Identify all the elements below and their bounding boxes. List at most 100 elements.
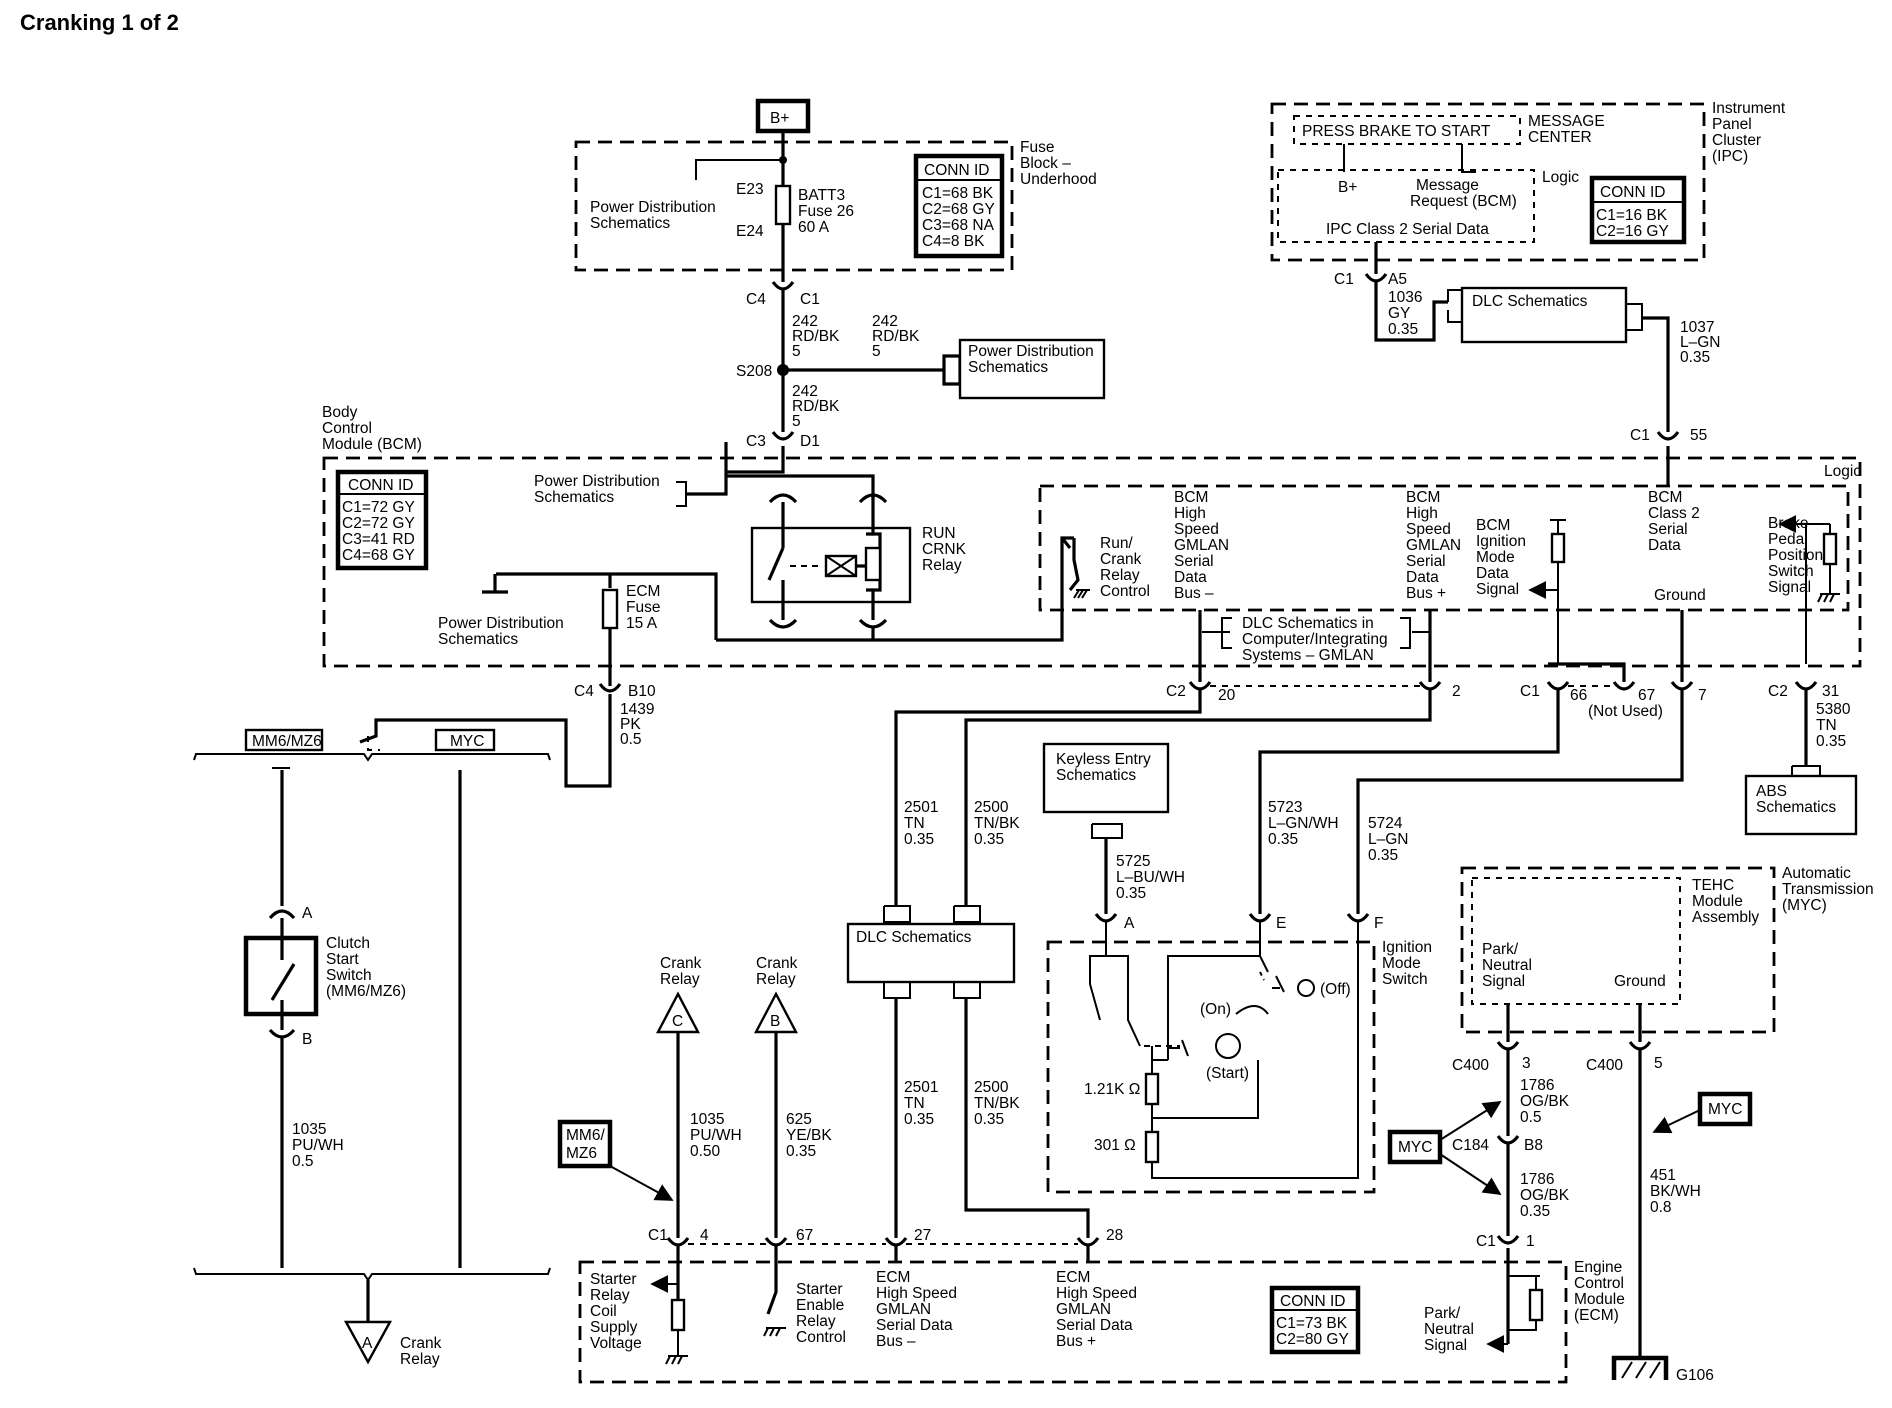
bcm-pd-left-1: Power Distribution — [438, 615, 564, 632]
conn-c4-label: C4 — [746, 291, 766, 308]
bcm-gmlan-high-7: Bus + — [1406, 585, 1446, 602]
run-crnk-relay-1: RUN — [922, 525, 956, 542]
fuse-block-title-3: Underhood — [1020, 171, 1097, 188]
clutch-name-1: Clutch — [326, 935, 370, 952]
brake-switch-3: Position — [1768, 547, 1823, 564]
clutch-name-2: Start — [326, 951, 359, 968]
ign-start-label: (Start) — [1206, 1065, 1249, 1082]
mm6-mz6-box — [557, 1119, 613, 1169]
abs-2: Schematics — [1756, 799, 1836, 816]
starter-supply-3: Coil — [590, 1303, 617, 1320]
wire-1786a-2: OG/BK — [1520, 1093, 1570, 1110]
ipc-msg-req-2: Request (BCM) — [1410, 193, 1517, 210]
bcm-class2-3: Serial — [1648, 521, 1688, 538]
bcm-title-2: Control — [322, 420, 372, 437]
wire-2501-1: 2501 — [904, 799, 938, 816]
ipc-serial: IPC Class 2 Serial Data — [1326, 221, 1489, 238]
bcm-pin20-label: 20 — [1218, 687, 1236, 704]
tehc-park-1: Park/ — [1482, 941, 1519, 958]
c400a-label: C400 — [1452, 1057, 1489, 1074]
myc-a-label: MYC — [1398, 1139, 1432, 1156]
bcm-pin66-label: 66 — [1570, 687, 1587, 704]
bcm-gmlan-high-2: High — [1406, 505, 1438, 522]
wire-2501-3: 0.35 — [904, 831, 934, 848]
clutch-name-4: (MM6/MZ6) — [326, 983, 406, 1000]
bcm-pd-left-2: Schematics — [438, 631, 518, 648]
bcm-conn-4: C4=68 GY — [342, 547, 415, 564]
bcm-gmlan-low-3: Speed — [1174, 521, 1219, 538]
wire-242-b-3: 5 — [872, 343, 881, 360]
ecm-title-2: Control — [1574, 1275, 1624, 1292]
ign-r1: 1.21K Ω — [1084, 1081, 1140, 1098]
wire-5380-3: 0.35 — [1816, 733, 1846, 750]
tehc-module-2: Module — [1692, 893, 1743, 910]
ipc-conn-2: C2=16 GY — [1596, 223, 1669, 240]
bcm-pin31-label: 31 — [1822, 683, 1839, 700]
engine-control-module: C1 4 67 27 28 Engine Control Module (ECM… — [578, 1227, 1625, 1384]
wire-5724-3: 0.35 — [1368, 847, 1398, 864]
run-crnk-relay-3: Relay — [922, 557, 962, 574]
ipc-msg-req-1: Message — [1416, 177, 1479, 194]
bcm-ign-mode-4: Data — [1476, 565, 1509, 582]
fuse-block-conn-4: C4=8 BK — [922, 233, 985, 250]
ecm-park-1: Park/ — [1424, 1305, 1461, 1322]
ecm-gmlan-high-2: High Speed — [1056, 1285, 1137, 1302]
starter-enable-2: Enable — [796, 1297, 844, 1314]
fuse-block-power-dist-2: Schematics — [590, 215, 670, 232]
bcm-gmlan-low-1: BCM — [1174, 489, 1208, 506]
ipc-a5-label: A5 — [1388, 271, 1407, 288]
ign-e-label: E — [1276, 915, 1286, 932]
bcm-pin7-label: 7 — [1698, 687, 1707, 704]
ipc-logic: Logic — [1542, 169, 1579, 186]
bcm-c1-label: C1 — [1520, 683, 1540, 700]
mm6-tag-label: MM6/MZ6 — [252, 733, 322, 750]
batt3-fuse-2: Fuse 26 — [798, 203, 854, 220]
fuse-e23-label: E23 — [736, 181, 764, 198]
starter-supply-2: Relay — [590, 1287, 630, 1304]
wire-625-2: YE/BK — [786, 1127, 832, 1144]
wire-1036-3: 0.35 — [1388, 321, 1418, 338]
ipc-message-center-1: MESSAGE — [1528, 113, 1605, 130]
clutch-name-3: Switch — [326, 967, 372, 984]
pd-right-2: Schematics — [968, 359, 1048, 376]
clutch-start-switch: A Clutch Start Switch (MM6/MZ6) B 1035 P… — [243, 905, 406, 1268]
fuse-block-power-dist-1: Power Distribution — [590, 199, 716, 216]
wire-1786a-3: 0.5 — [1520, 1109, 1542, 1126]
dlc-gmlan-3: Systems – GMLAN — [1242, 647, 1374, 664]
crank-relay-b-1: Crank — [756, 955, 798, 972]
wire-1439-1: 1439 — [620, 701, 654, 718]
ecm-title-3: Module — [1574, 1291, 1625, 1308]
wire-625-3: 0.35 — [786, 1143, 816, 1160]
tehc-park-2: Neutral — [1482, 957, 1532, 974]
tehc-module-3: Assembly — [1692, 909, 1759, 926]
dlc-schematics-mid — [846, 922, 1016, 984]
wire-625-1: 625 — [786, 1111, 812, 1128]
ipc-message-center-2: CENTER — [1528, 129, 1592, 146]
bcm-b10-label: B10 — [628, 683, 656, 700]
wire-2501b-3: 0.35 — [904, 1111, 934, 1128]
battery-positive-label: B+ — [770, 110, 789, 127]
fuse-block-underhood: B+ Fuse Block – Underhood Power Distribu… — [574, 98, 1097, 282]
wire-5380-2: TN — [1816, 717, 1837, 734]
wire-2501-2: TN — [904, 815, 925, 832]
ipc-conn-1: C1=16 BK — [1596, 207, 1668, 224]
starter-supply-5: Voltage — [590, 1335, 642, 1352]
ipc-title-4: (IPC) — [1712, 148, 1748, 165]
brake-switch-5: Signal — [1768, 579, 1811, 596]
ign-a-label: A — [1124, 915, 1135, 932]
bcm-conn-2: C2=72 GY — [342, 515, 415, 532]
wire-2500-1: 2500 — [974, 799, 1009, 816]
bcm-pin2-label: 2 — [1452, 683, 1461, 700]
tehc-ground: Ground — [1614, 973, 1666, 990]
starter-supply-4: Supply — [590, 1319, 638, 1336]
tehc-park-3: Signal — [1482, 973, 1525, 990]
body-control-module: Body Control Module (BCM) CONN ID C1=72 … — [322, 404, 1862, 686]
ign-r2: 301 Ω — [1094, 1137, 1136, 1154]
ecm-pin27-label: 27 — [914, 1227, 931, 1244]
wire-242-b-2: RD/BK — [872, 328, 920, 345]
dlc-mid-label: DLC Schematics — [856, 929, 972, 946]
ign-name-3: Switch — [1382, 971, 1428, 988]
wire-1035-ecm-2: PU/WH — [690, 1127, 742, 1144]
wire-1786b-2: OG/BK — [1520, 1187, 1570, 1204]
ecm-conn-1: C1=73 BK — [1276, 1315, 1348, 1332]
